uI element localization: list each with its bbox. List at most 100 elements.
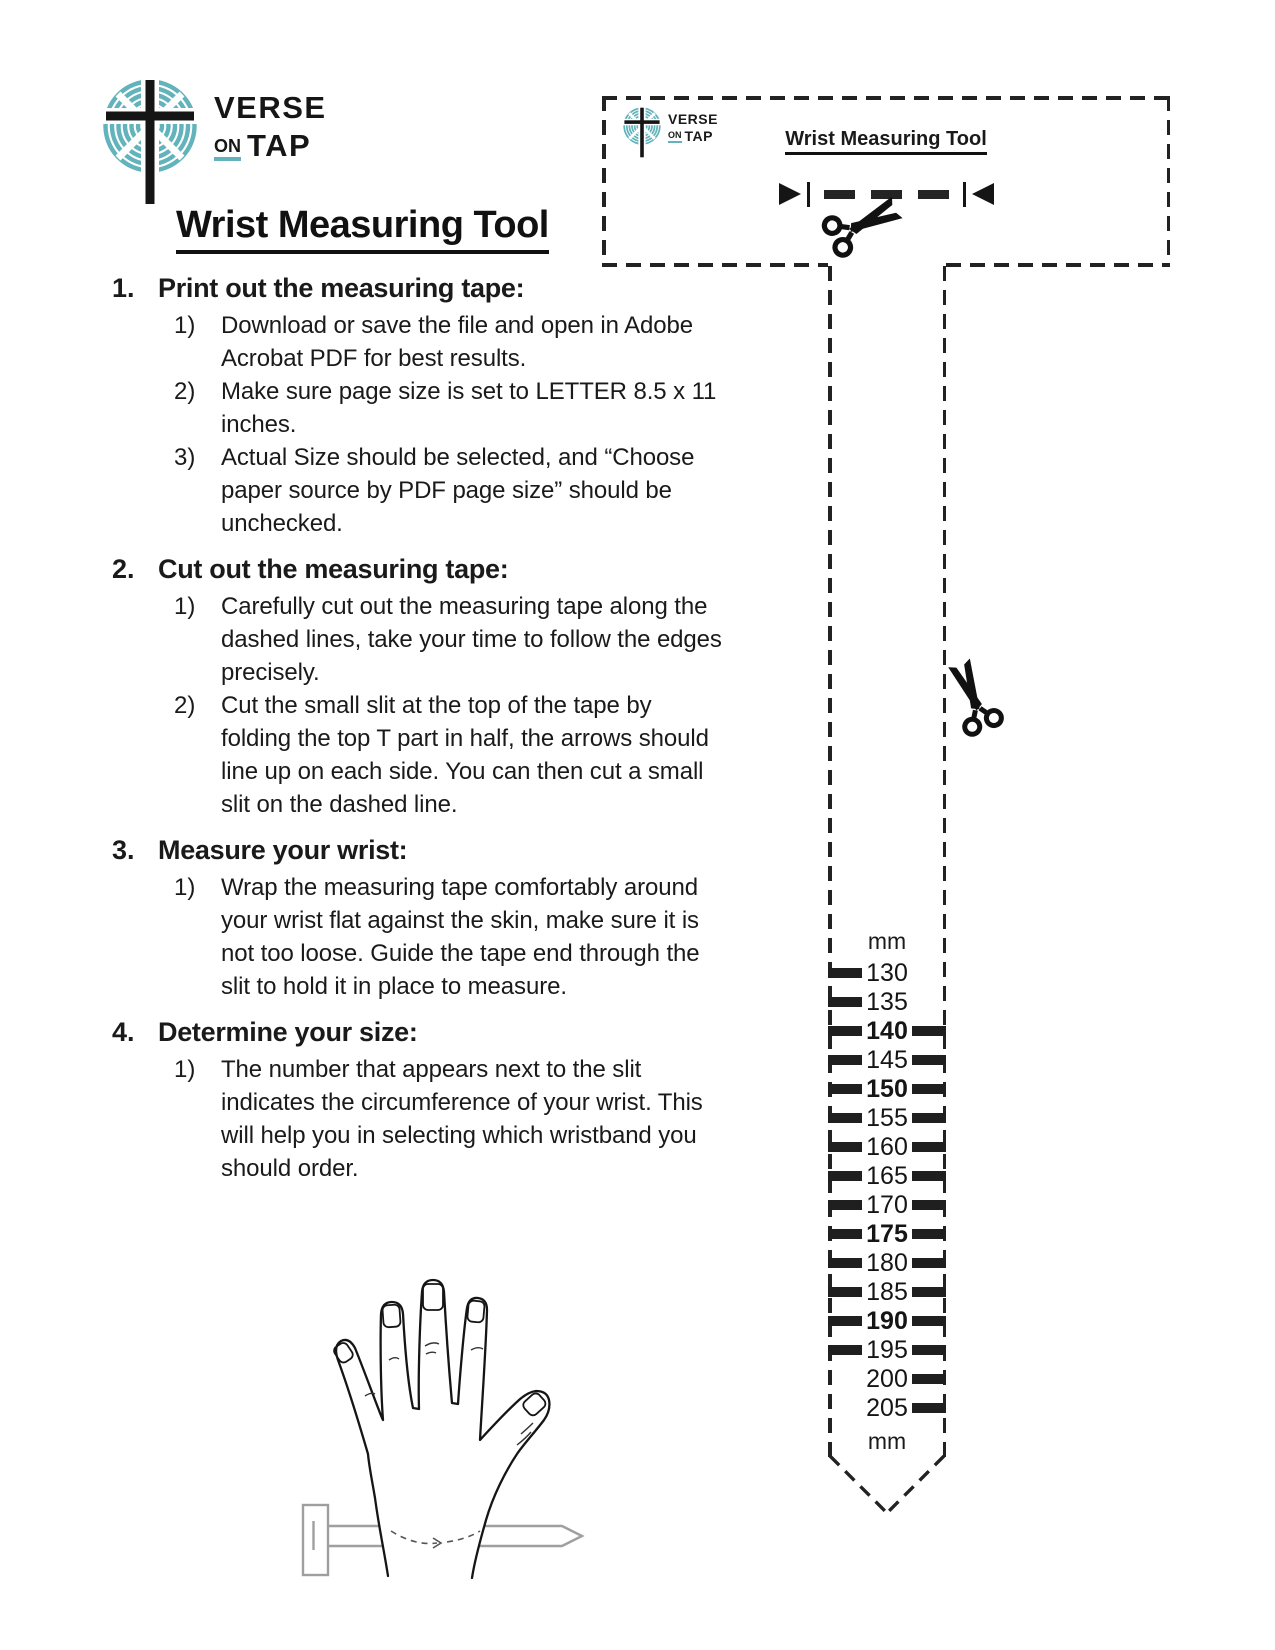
cut-border-top [602,96,1170,100]
cut-tick-left [806,181,810,207]
ruler-tick-left [828,1200,862,1210]
ruler-mark-130: 130 [828,959,946,987]
ruler-mark-165: 165 [828,1162,946,1190]
scissors-icon [948,658,1004,737]
cutout-title: Wrist Measuring Tool [602,128,1170,155]
substep-number: 1) [174,593,196,620]
ruler-value: 185 [866,1278,908,1306]
tape-wrap-dashes [390,1530,481,1545]
ruler-value: 205 [866,1394,908,1422]
brand-name-tap: TAP [247,128,312,163]
substep-number: 1) [174,874,196,901]
knuckle-creases [364,1342,534,1446]
ruler-value: 135 [866,988,908,1016]
hand-with-tape-illustration [301,1278,585,1580]
ruler-tick-right [912,1026,946,1036]
cutout-brand-name-tap: TAP [684,128,713,144]
step-title: Cut out the measuring tape: [158,554,509,584]
substep: 1)Wrap the measuring tape comfortably ar… [174,871,732,1003]
step-number: 1. [112,273,135,303]
strip-pointed-end [828,1455,946,1515]
ruler-tick-right [912,1055,946,1065]
substep: 1)Download or save the file and open in … [174,309,732,375]
ruler-value: 145 [866,1046,908,1074]
ruler-tick-left [828,1287,862,1297]
ruler-value: 130 [866,959,908,987]
ruler-tick-left [828,1142,862,1152]
arrow-right-icon [778,183,801,205]
scissors-icon [821,196,903,258]
ruler-value: 155 [866,1104,908,1132]
ruler-value: 140 [866,1017,908,1045]
cutout-brand-logo: VERSE ON TAP [622,106,718,159]
step-number: 4. [112,1017,135,1047]
step-heading: 3.Measure your wrist: [112,834,732,867]
unit-label-top: mm [867,928,907,954]
verse-on-tap-logo-icon-small [622,106,662,159]
cut-tick-right [962,181,966,207]
ruler-tick-right [912,1142,946,1152]
step-title: Print out the measuring tape: [158,273,525,303]
ruler-mark-195: 195 [828,1336,946,1364]
ruler-mark-160: 160 [828,1133,946,1161]
substep-text: Make sure page size is set to LETTER 8.5… [221,378,717,438]
ruler-tick-left [828,1171,862,1181]
slit-cut-line [602,181,1170,207]
ruler-tick-left [828,968,862,978]
substep: 2)Make sure page size is set to LETTER 8… [174,375,732,441]
ruler-value: 180 [866,1249,908,1277]
substep-number: 3) [174,444,196,471]
ruler-value: 190 [866,1307,908,1335]
substep: 1)The number that appears next to the sl… [174,1053,732,1185]
instruction-step: 3.Measure your wrist: 1)Wrap the measurin… [112,834,732,1003]
ruler-tick-right [912,1258,946,1268]
substep-text: Actual Size should be selected, and “Cho… [221,444,695,537]
brand-name-on: ON [214,137,241,161]
ruler-tick-left [828,1258,862,1268]
cut-border-bottom-right [946,263,1170,267]
ruler-mark-180: 180 [828,1249,946,1277]
ruler-mark-170: 170 [828,1191,946,1219]
ruler-mark-185: 185 [828,1278,946,1306]
ruler-mark-145: 145 [828,1046,946,1074]
ruler-tick-right [912,1171,946,1181]
step-heading: 1. Print out the measuring tape: [112,272,732,305]
ruler-tick-left [828,1316,862,1326]
ruler-tick-left [828,1229,862,1239]
ruler-tick-left [828,1026,862,1036]
verse-on-tap-logo-icon [100,76,200,208]
strip-border-right [942,266,946,1457]
ruler-tick-left [828,1084,862,1094]
instruction-step: 2.Cut out the measuring tape:1)Carefully… [112,553,732,821]
ruler-mark-205: 205 [828,1394,946,1422]
cut-dash [870,189,902,199]
cut-dash [917,189,949,199]
step-heading: 2.Cut out the measuring tape: [112,553,732,586]
step-heading: 4. Determine your size: [112,1016,732,1049]
step-title: Determine your size: [158,1017,418,1047]
ruler-tick-right [912,1374,946,1384]
ruler-mark-150: 150 [828,1075,946,1103]
ruler-tick-right [912,1229,946,1239]
ruler-mark-135: 135 [828,988,946,1016]
ruler-mark-190: 190 [828,1307,946,1335]
ruler-tick-left [828,1113,862,1123]
ruler-value: 170 [866,1191,908,1219]
substep-text: Cut the small slit at the top of the tap… [221,692,709,818]
ruler-tick-right [912,1403,946,1413]
ruler-tick-left [828,1055,862,1065]
ruler-tick-right [912,1113,946,1123]
strip-border-left [828,266,832,1457]
unit-label-bottom: mm [867,1428,907,1454]
arrow-left-icon [971,183,994,205]
ruler-tick-left [828,997,862,1007]
cut-border-bottom-left [602,263,828,267]
ruler-value: 175 [866,1220,908,1248]
page-title: Wrist Measuring Tool [176,204,549,254]
cut-border-right [1166,96,1170,266]
ruler-value: 165 [866,1162,908,1190]
step-number: 3. [112,835,135,865]
instructions-list: 1. Print out the measuring tape: 1)Downloa… [112,272,732,1198]
